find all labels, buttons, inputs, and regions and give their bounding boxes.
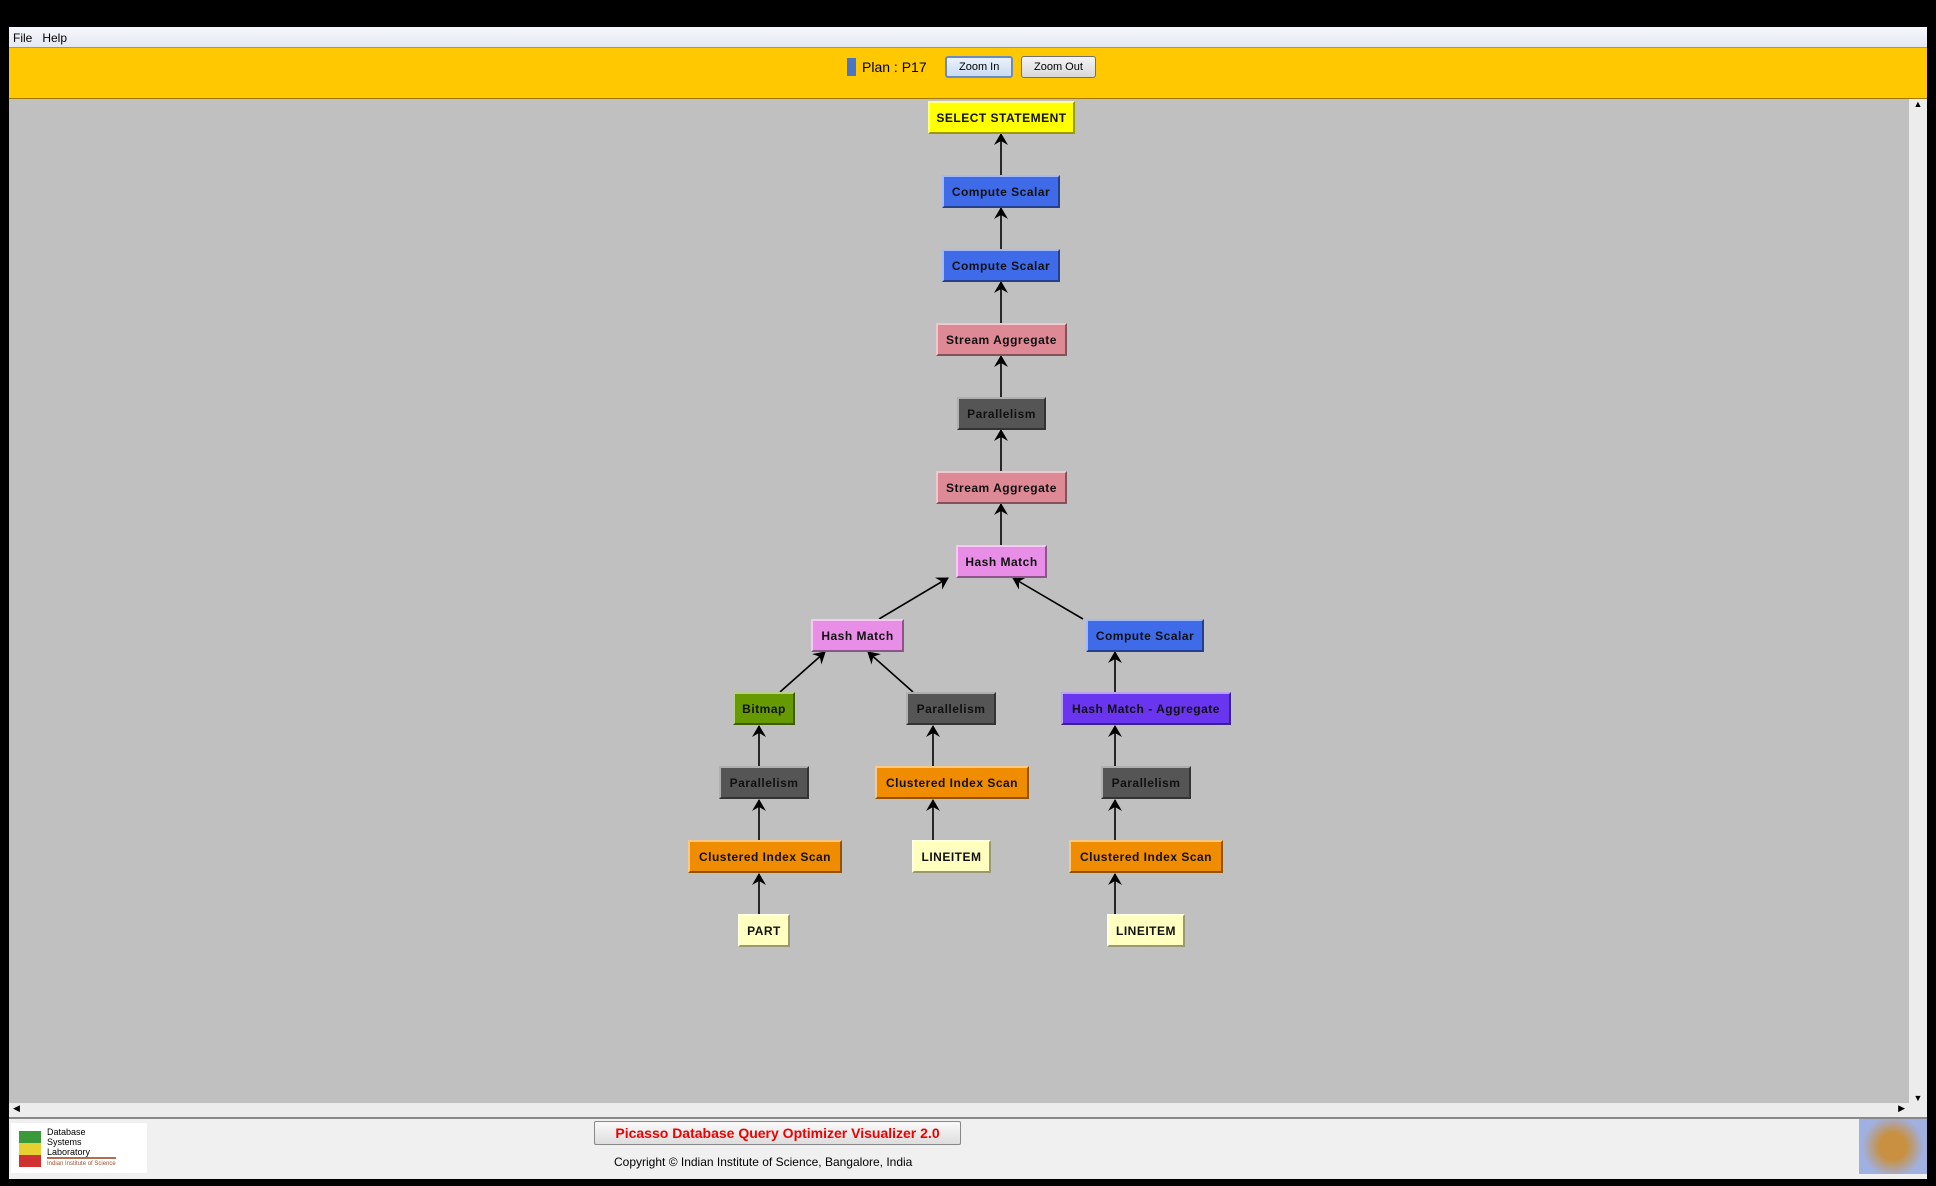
node-hash-match[interactable]: Hash Match — [811, 619, 904, 652]
scroll-right-icon[interactable]: ▶ — [1898, 1103, 1905, 1113]
node-table-lineitem[interactable]: LINEITEM — [912, 840, 991, 873]
node-bitmap[interactable]: Bitmap — [733, 692, 795, 725]
node-compute-scalar[interactable]: Compute Scalar — [1086, 619, 1204, 652]
node-hash-match-aggregate[interactable]: Hash Match - Aggregate — [1061, 692, 1231, 725]
menu-bar: File Help — [9, 27, 1927, 47]
node-parallelism[interactable]: Parallelism — [906, 692, 996, 725]
node-compute-scalar[interactable]: Compute Scalar — [942, 175, 1060, 208]
plan-edges — [752, 133, 1122, 914]
logo-text: Database — [47, 1127, 86, 1137]
menu-help[interactable]: Help — [42, 31, 68, 45]
vertical-scrollbar[interactable]: ▲▼ — [1909, 99, 1927, 1103]
node-stream-aggregate[interactable]: Stream Aggregate — [936, 471, 1067, 504]
plan-color-swatch — [847, 58, 856, 76]
toolbar: Plan : P17 Zoom In Zoom Out — [9, 47, 1927, 99]
copyright-text: Copyright © Indian Institute of Science,… — [614, 1155, 913, 1169]
zoom-in-button[interactable]: Zoom In — [945, 56, 1014, 78]
edge — [878, 577, 949, 620]
node-clustered-index-scan[interactable]: Clustered Index Scan — [1069, 840, 1223, 873]
logo-text: Indian Institute of Science — [47, 1157, 116, 1169]
node-table-lineitem[interactable]: LINEITEM — [1107, 914, 1185, 947]
edge — [779, 651, 826, 693]
iisc-emblem — [1859, 1119, 1927, 1174]
zoom-out-button[interactable]: Zoom Out — [1021, 56, 1096, 78]
scroll-left-icon[interactable]: ◀ — [13, 1103, 20, 1113]
node-parallelism[interactable]: Parallelism — [719, 766, 809, 799]
node-select-statement[interactable]: SELECT STATEMENT — [928, 101, 1075, 134]
edge — [1012, 577, 1084, 620]
node-stream-aggregate[interactable]: Stream Aggregate — [936, 323, 1067, 356]
scroll-up-icon[interactable]: ▲ — [1913, 99, 1923, 109]
menu-file[interactable]: File — [13, 31, 33, 45]
logo-text: Systems — [47, 1137, 82, 1147]
node-clustered-index-scan[interactable]: Clustered Index Scan — [688, 840, 842, 873]
edge — [867, 651, 914, 693]
horizontal-scrollbar[interactable]: ◀▶ — [9, 1103, 1927, 1119]
node-hash-match[interactable]: Hash Match — [956, 545, 1047, 578]
node-table-part[interactable]: PART — [738, 914, 790, 947]
plan-label: Plan : P17 — [862, 59, 927, 75]
logo-text: Laboratory — [47, 1147, 91, 1157]
plan-tree-canvas: SELECT STATEMENT Compute Scalar Compute … — [9, 99, 1909, 1103]
node-parallelism[interactable]: Parallelism — [1101, 766, 1191, 799]
node-parallelism[interactable]: Parallelism — [957, 397, 1046, 430]
plan-indicator: Plan : P17 — [847, 58, 927, 76]
node-compute-scalar[interactable]: Compute Scalar — [942, 249, 1060, 282]
scroll-down-icon[interactable]: ▼ — [1913, 1093, 1923, 1103]
app-title-button[interactable]: Picasso Database Query Optimizer Visuali… — [594, 1121, 961, 1145]
node-clustered-index-scan[interactable]: Clustered Index Scan — [875, 766, 1029, 799]
